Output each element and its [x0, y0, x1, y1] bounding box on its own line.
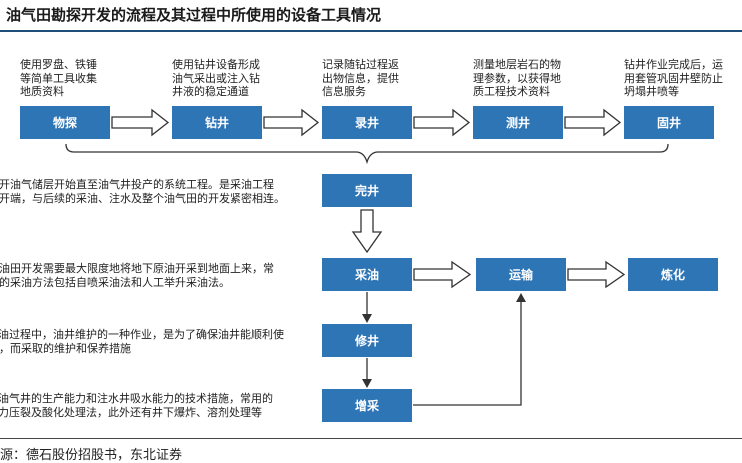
workover-description: 在采油过程中，油井维护的一种作业，是为了确保油井能顺利使用，而采取的维护和保养措…: [0, 328, 284, 355]
completion-stage-label: 完井: [354, 184, 379, 198]
drill-stage-box: 钻井: [172, 106, 262, 139]
title-divider: [0, 30, 742, 32]
workover-stage-label: 修井: [354, 334, 379, 348]
explore-stage-box: 物探: [20, 106, 110, 139]
footer-divider: [0, 438, 742, 439]
arrow-completion-to-production: [351, 209, 383, 254]
arrow-logging-to-testing: [413, 108, 471, 137]
testing-stage-box: 测井: [473, 106, 563, 139]
production-stage-label: 采油: [354, 268, 379, 282]
workover-stage-box: 修井: [322, 324, 412, 357]
logging-stage-label: 录井: [354, 116, 379, 130]
drill-stage-label: 钻井: [204, 116, 229, 130]
stimulation-stage-label: 增采: [354, 399, 379, 413]
logging-description: 记录随钻过程返出物信息，提供信息服务: [322, 58, 399, 98]
transport-stage-box: 运输: [476, 258, 566, 291]
arrow-drill-to-logging: [263, 108, 320, 137]
arrow-testing-to-cementing: [564, 108, 622, 137]
top-row-brace: [65, 143, 669, 165]
explore-description: 使用罗盘、铁锤等简单工具收集地质资料: [20, 58, 97, 98]
cementing-stage-box: 固井: [624, 106, 714, 139]
arrow-stimulation-to-transport: [413, 300, 522, 406]
completion-description: 钻开油气储层开始直至油气井投产的系统工程。是采油工程的开端，与后续的采油、注水及…: [0, 178, 285, 205]
drill-description: 使用钻井设备形成油气采出或注入钻井液的稳定通道: [172, 58, 260, 98]
page-title: 油气田勘探开发的流程及其过程中所使用的设备工具情况: [6, 6, 382, 24]
source-note: 源：德石股份招股书，东北证券: [0, 448, 183, 463]
logging-stage-box: 录井: [322, 106, 412, 139]
explore-stage-label: 物探: [52, 116, 77, 130]
production-stage-box: 采油: [322, 258, 412, 291]
refining-stage-box: 炼化: [628, 258, 718, 291]
arrow-explore-to-drill: [111, 108, 170, 137]
refining-stage-label: 炼化: [660, 268, 685, 282]
testing-stage-label: 测井: [505, 116, 530, 130]
testing-description: 测量地层岩石的物理参数，以获得地质工程技术资料: [473, 58, 561, 98]
completion-stage-box: 完井: [322, 174, 412, 207]
cementing-description: 钻井作业完成后，运用套管巩固井壁防止坍塌井喷等: [624, 58, 723, 98]
production-description: 在油田开发需要最大限度地将地下原油开采到地面上来，常用的采油方法包括自喷采油法和…: [0, 262, 274, 289]
stimulation-stage-box: 增采: [322, 389, 412, 422]
transport-stage-label: 运输: [508, 268, 533, 282]
arrow-production-to-transport: [413, 260, 472, 289]
arrow-transport-to-refining: [567, 260, 626, 289]
stimulation-description: 提高油气井的生产能力和注水井吸水能力的技术措施，常用的有水力压裂及酸化处理法，此…: [0, 392, 273, 419]
cementing-stage-label: 固井: [656, 116, 681, 130]
